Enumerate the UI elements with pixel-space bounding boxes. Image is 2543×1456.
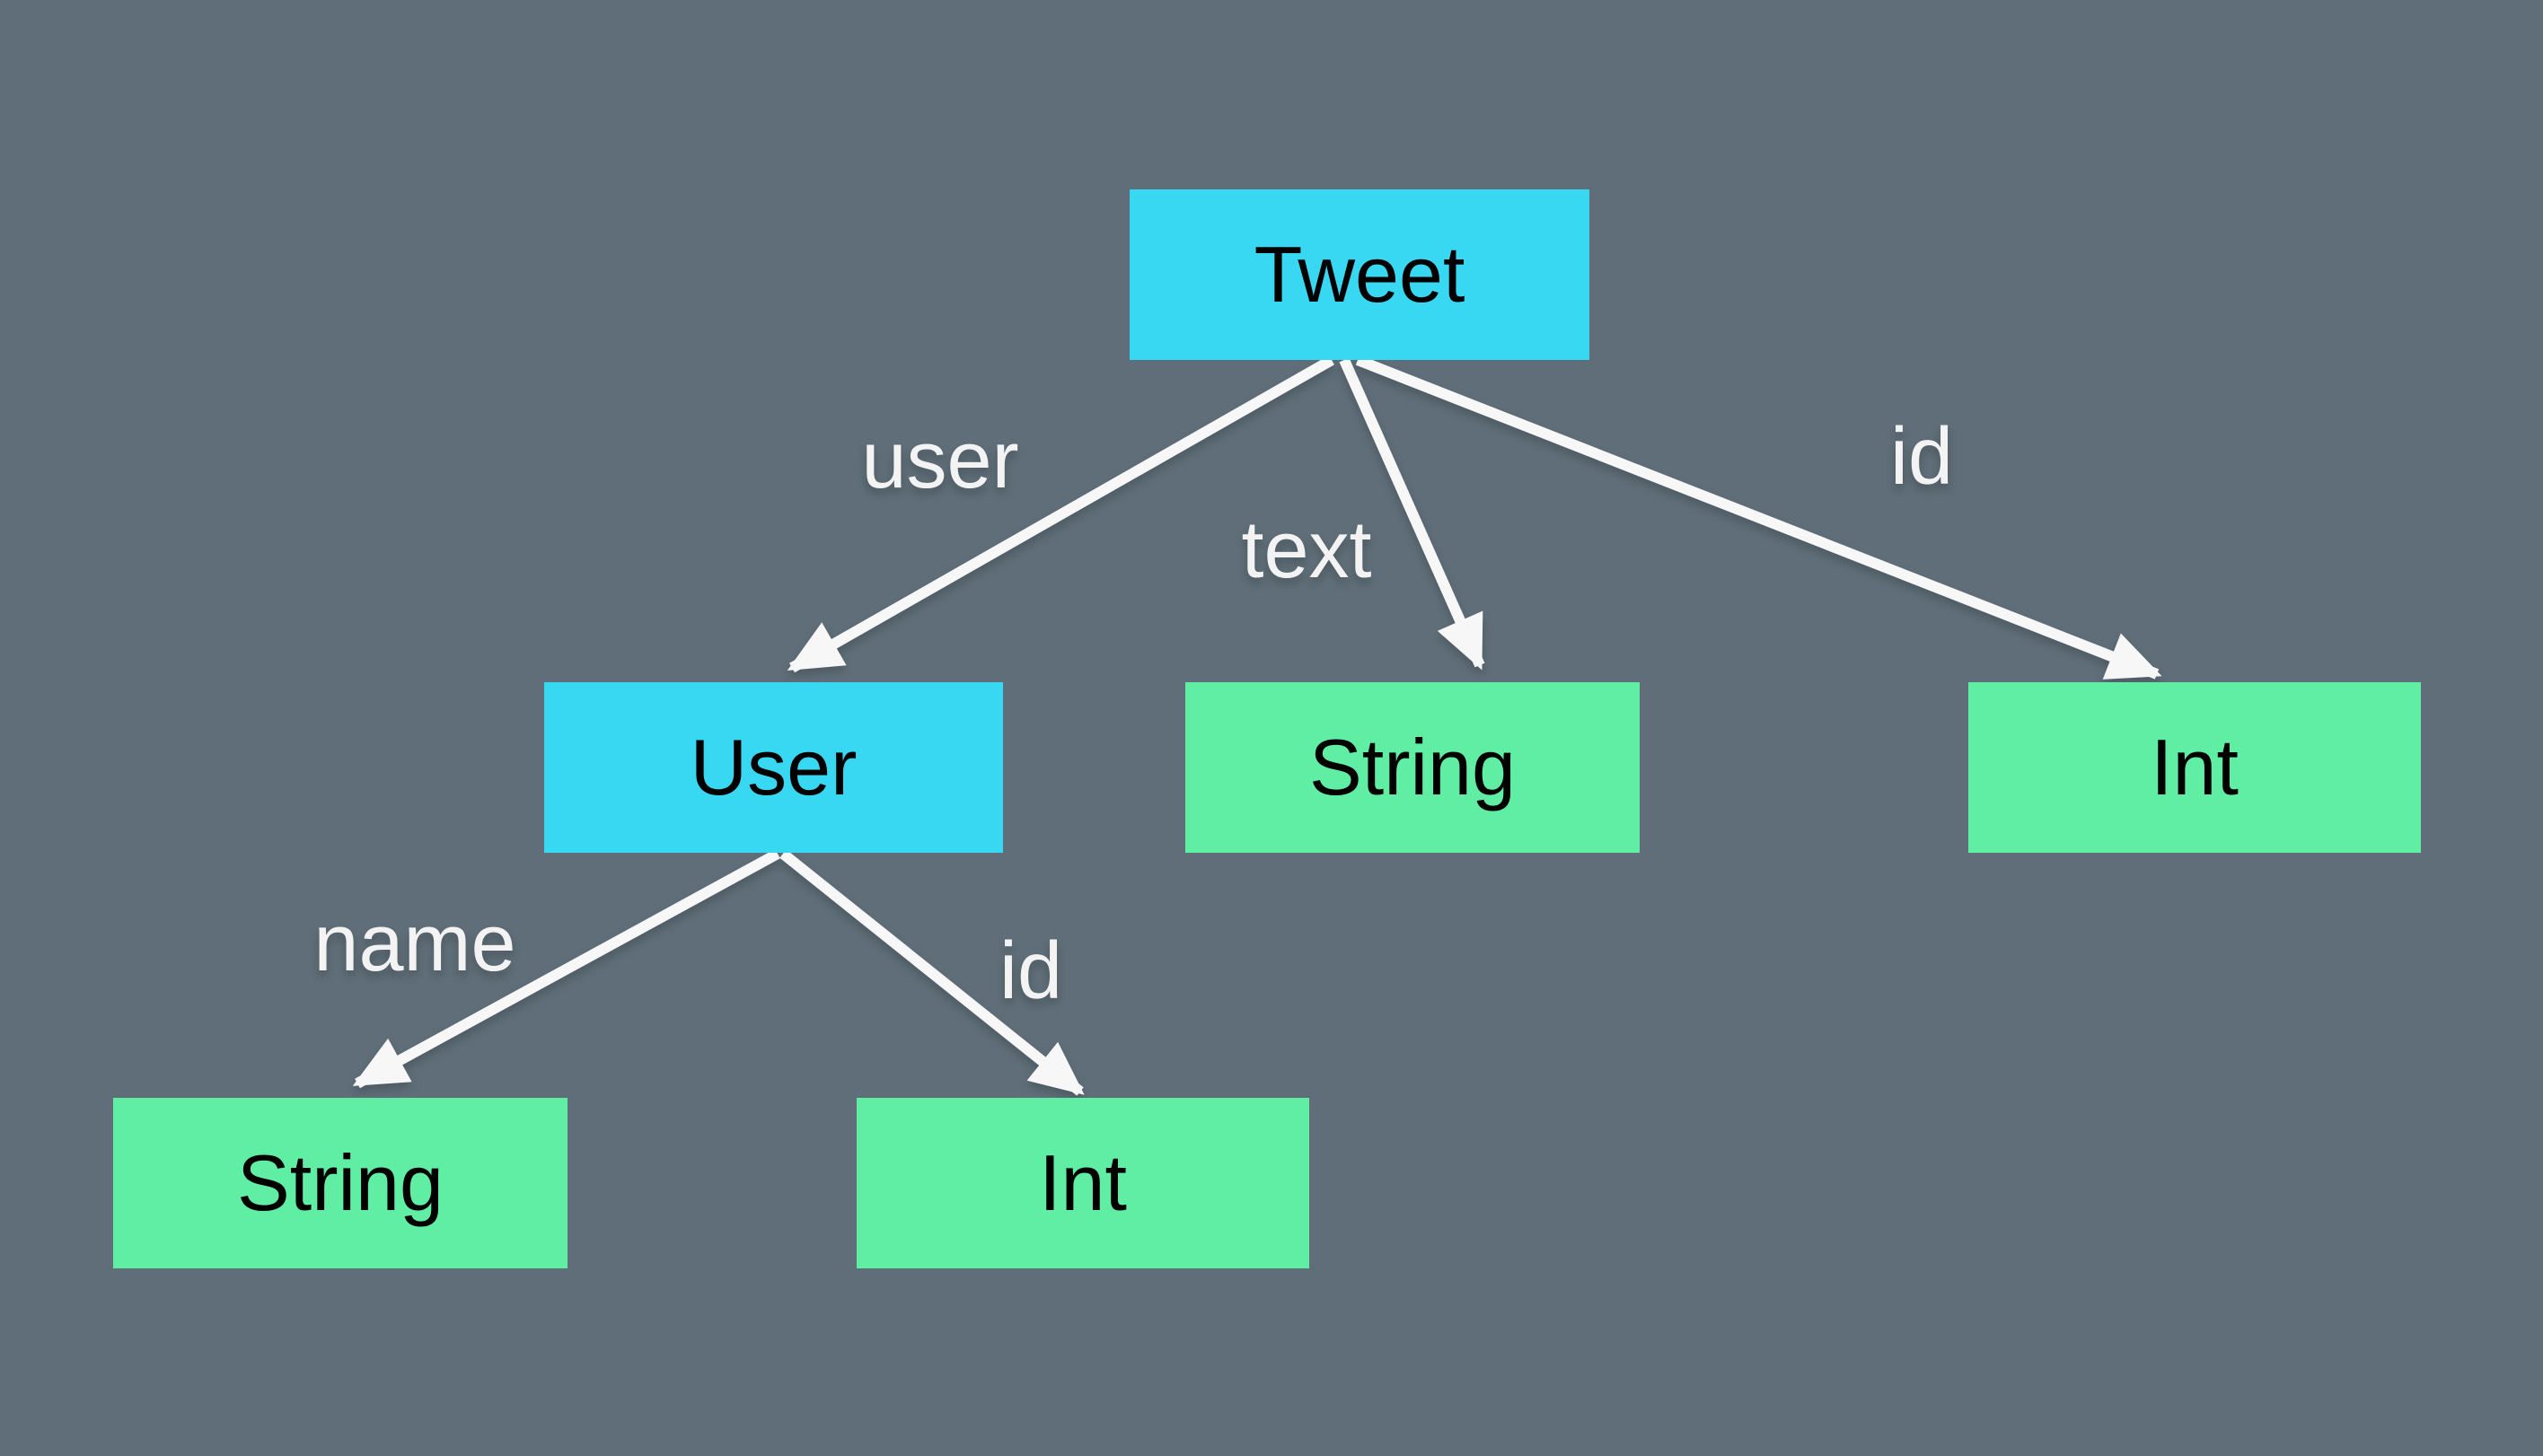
node-label-int-user-id: Int xyxy=(1039,1138,1127,1227)
node-label-string-name: String xyxy=(237,1138,444,1227)
node-label-string-text: String xyxy=(1309,723,1516,811)
edge-user-to-string-name xyxy=(352,848,780,1089)
edge-tweet-to-user xyxy=(787,355,1334,673)
node-tweet: Tweet xyxy=(1130,189,1589,360)
node-int-id: Int xyxy=(1968,682,2421,853)
edge-tweet-to-user-label: user xyxy=(861,416,1019,505)
node-int-user-id: Int xyxy=(857,1098,1309,1268)
node-string-name: String xyxy=(113,1098,568,1268)
node-string-text: String xyxy=(1185,682,1640,853)
node-label-int-id: Int xyxy=(2151,723,2239,811)
edge-user-to-int-user-id-label: id xyxy=(999,926,1063,1016)
edge-tweet-to-int-id-label: id xyxy=(1889,412,1954,502)
edge-tweet-to-string-text-label: text xyxy=(1241,505,1372,595)
node-label-user: User xyxy=(690,723,858,811)
edge-user-to-string-name-label: name xyxy=(313,899,516,988)
node-label-tweet: Tweet xyxy=(1254,230,1465,319)
edge-tweet-to-int-id xyxy=(1355,355,2162,680)
edge-user-to-int-user-id xyxy=(779,849,1085,1096)
node-user: User xyxy=(544,682,1003,853)
edge-tweet-to-string-text xyxy=(1339,357,1485,671)
